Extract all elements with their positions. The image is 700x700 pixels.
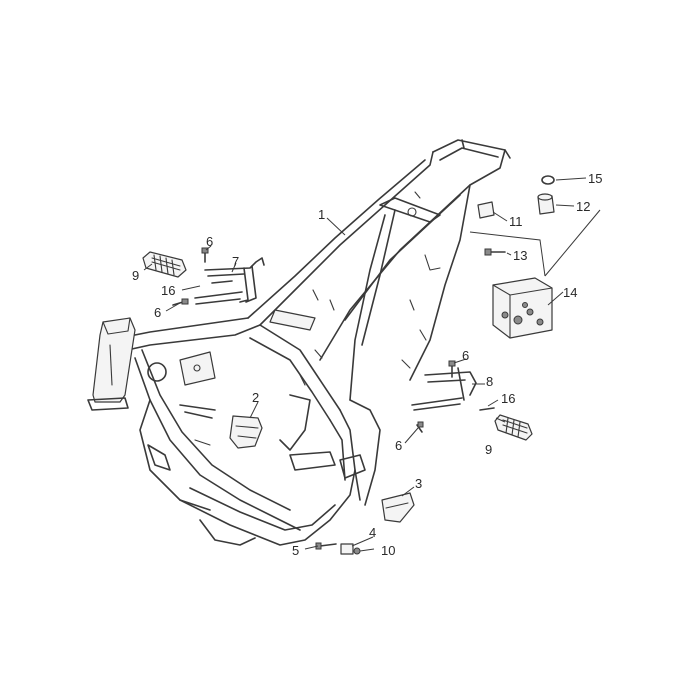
callout-6: 6 bbox=[154, 305, 161, 320]
callout-16: 16 bbox=[501, 391, 515, 406]
cap-part-12 bbox=[537, 193, 555, 215]
group-leader-line bbox=[544, 209, 601, 277]
callout-11: 11 bbox=[509, 214, 523, 229]
nut-part-10 bbox=[353, 547, 361, 555]
callout-3: 3 bbox=[415, 476, 422, 491]
callout-16: 16 bbox=[161, 283, 175, 298]
callout-8: 8 bbox=[486, 374, 493, 389]
main-frame bbox=[87, 139, 511, 546]
center-bracket-part-2 bbox=[229, 415, 263, 449]
callout-13: 13 bbox=[513, 248, 527, 263]
callout-2: 2 bbox=[252, 390, 259, 405]
callout-7: 7 bbox=[232, 254, 239, 269]
bracket-part-11 bbox=[477, 201, 495, 219]
group-leader-line bbox=[469, 231, 546, 277]
callout-9: 9 bbox=[132, 268, 139, 283]
callout-6: 6 bbox=[395, 438, 402, 453]
callout-14: 14 bbox=[563, 285, 577, 300]
pin-part-13 bbox=[484, 248, 506, 256]
ring-part-15 bbox=[541, 175, 555, 185]
callout-6: 6 bbox=[462, 348, 469, 363]
callout-10: 10 bbox=[381, 543, 395, 558]
callout-12: 12 bbox=[576, 199, 590, 214]
spring-part-4 bbox=[340, 543, 354, 555]
callout-5: 5 bbox=[292, 543, 299, 558]
callout-4: 4 bbox=[369, 525, 376, 540]
bolt-part-5 bbox=[315, 542, 337, 550]
callout-6: 6 bbox=[206, 234, 213, 249]
callout-1: 1 bbox=[318, 207, 325, 222]
left-footpeg-assembly bbox=[142, 247, 265, 306]
hardware-kit-part-14 bbox=[492, 277, 553, 339]
leader-lines bbox=[143, 177, 587, 552]
callout-labels: 1 2 3 4 5 6 6 6 6 7 8 9 9 10 11 12 13 14… bbox=[132, 171, 602, 558]
callout-15: 15 bbox=[588, 171, 602, 186]
callout-9: 9 bbox=[485, 442, 492, 457]
footrest-bracket-part-3 bbox=[381, 492, 415, 523]
